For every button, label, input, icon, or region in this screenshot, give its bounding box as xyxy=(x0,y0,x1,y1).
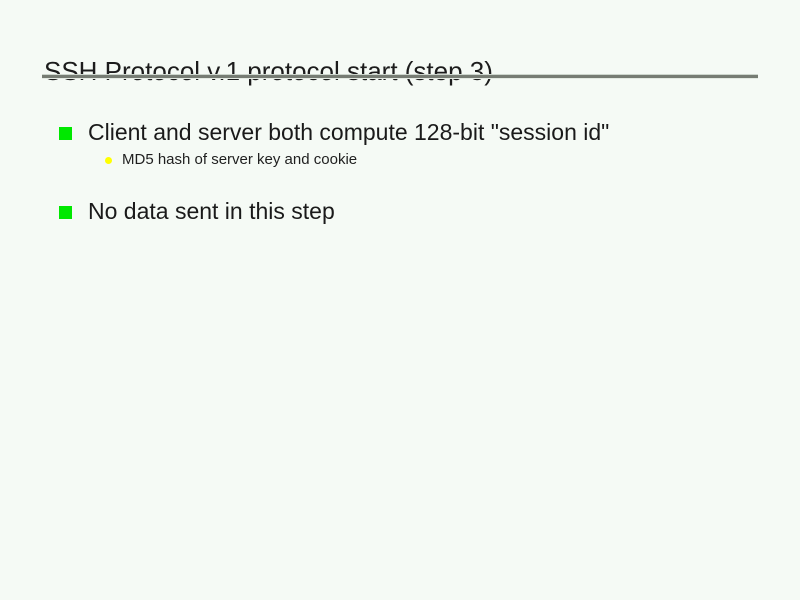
bullet-text: No data sent in this step xyxy=(88,198,335,224)
subbullet-text: MD5 hash of server key and cookie xyxy=(122,151,358,168)
square-bullet-icon xyxy=(59,127,72,140)
slide-title: SSH Protocol v.1 protocol start (step 3) xyxy=(44,56,493,87)
list-item: Client and server both compute 128-bit "… xyxy=(59,118,800,170)
bullet-spacer xyxy=(0,170,800,197)
square-bullet-icon xyxy=(59,206,72,219)
rule-highlight xyxy=(42,74,758,75)
dot-bullet-icon xyxy=(105,157,112,164)
rule-shadow xyxy=(42,78,758,79)
rule-body xyxy=(42,75,758,78)
title-underline-rule xyxy=(42,74,758,79)
slide-body: Client and server both compute 128-bit "… xyxy=(0,118,800,226)
list-item: MD5 hash of server key and cookie xyxy=(105,150,800,170)
bullet-list-level2: MD5 hash of server key and cookie xyxy=(88,150,800,170)
list-item: No data sent in this step xyxy=(59,197,800,226)
bullet-text: Client and server both compute 128-bit "… xyxy=(88,119,610,145)
bullet-list-level1: Client and server both compute 128-bit "… xyxy=(0,118,800,226)
